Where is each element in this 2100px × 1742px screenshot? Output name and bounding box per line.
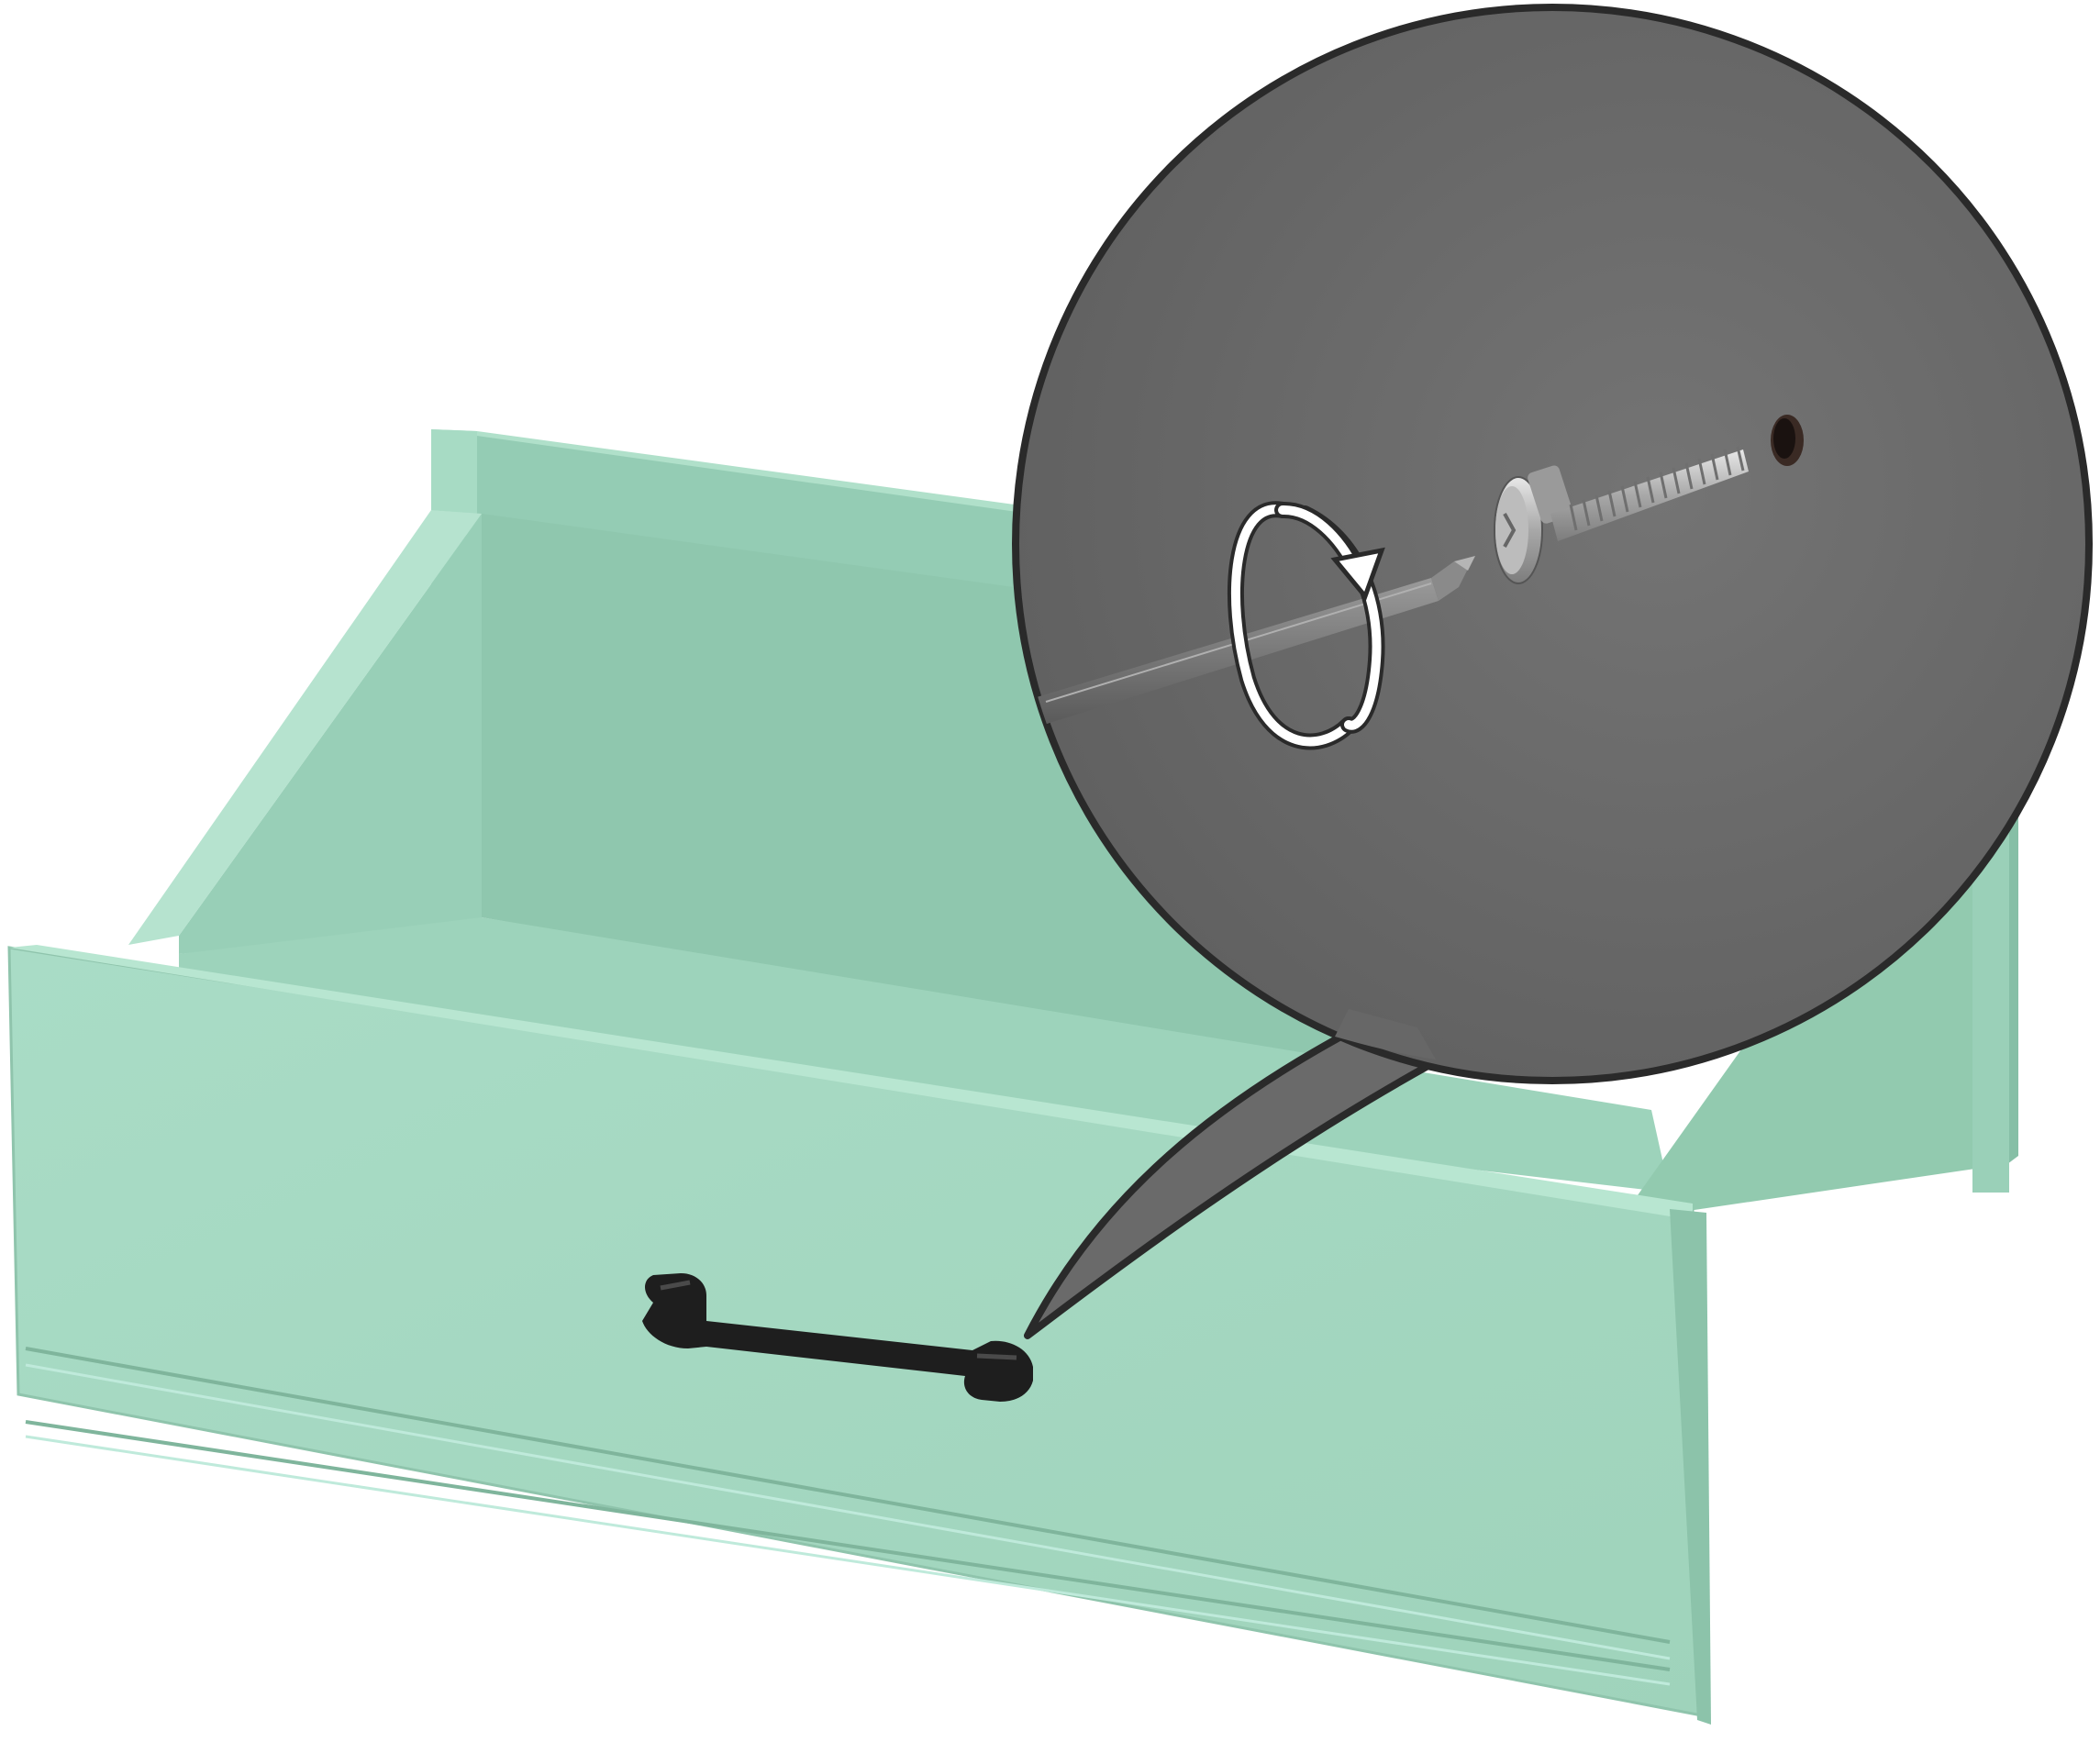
drawer-left-inner-wall <box>179 514 482 954</box>
callout-circle <box>1016 7 2089 1081</box>
drawer-left-top-edge <box>431 429 477 514</box>
screw-hole-icon <box>1771 415 1804 466</box>
